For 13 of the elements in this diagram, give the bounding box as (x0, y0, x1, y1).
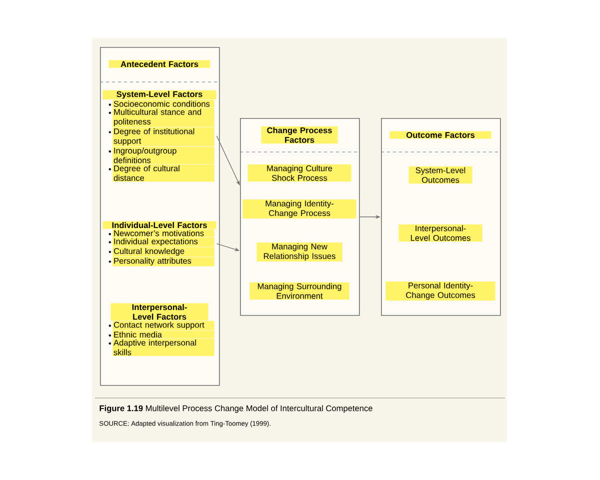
bullet-item: Cultural knowledge (108, 247, 214, 256)
factor-box: Outcome Factors System-Level Outcomes Interpersonal-Level Outcomes Personal Identity-Change Outcomes (380, 118, 501, 316)
bullet-item: Multicultural stance and politeness (108, 108, 214, 127)
factor-box: Change Process Factors Managing Culture Shock Process Managing Identity-Change Process Managing New Relationship Issues Managing Surrounding Environment (240, 118, 360, 316)
bullet-item: Degree of institutional support (108, 127, 214, 146)
figure-caption: Figure 1.19 Multilevel Process Change Model of Intercultural Competence (100, 405, 372, 413)
bullet-item: Ingroup/outgroup definitions (108, 146, 214, 164)
section-heading: Interpersonal-Level Factors (110, 303, 208, 320)
bullet-item: Adaptive interpersonal skills (108, 338, 214, 356)
bullet-item: Ethnic media (108, 330, 214, 338)
section-heading: System-Level Factors (102, 90, 216, 100)
bullet-item: Degree of cultural distance (108, 164, 214, 182)
section-heading: Individual-Level Factors (102, 221, 216, 229)
